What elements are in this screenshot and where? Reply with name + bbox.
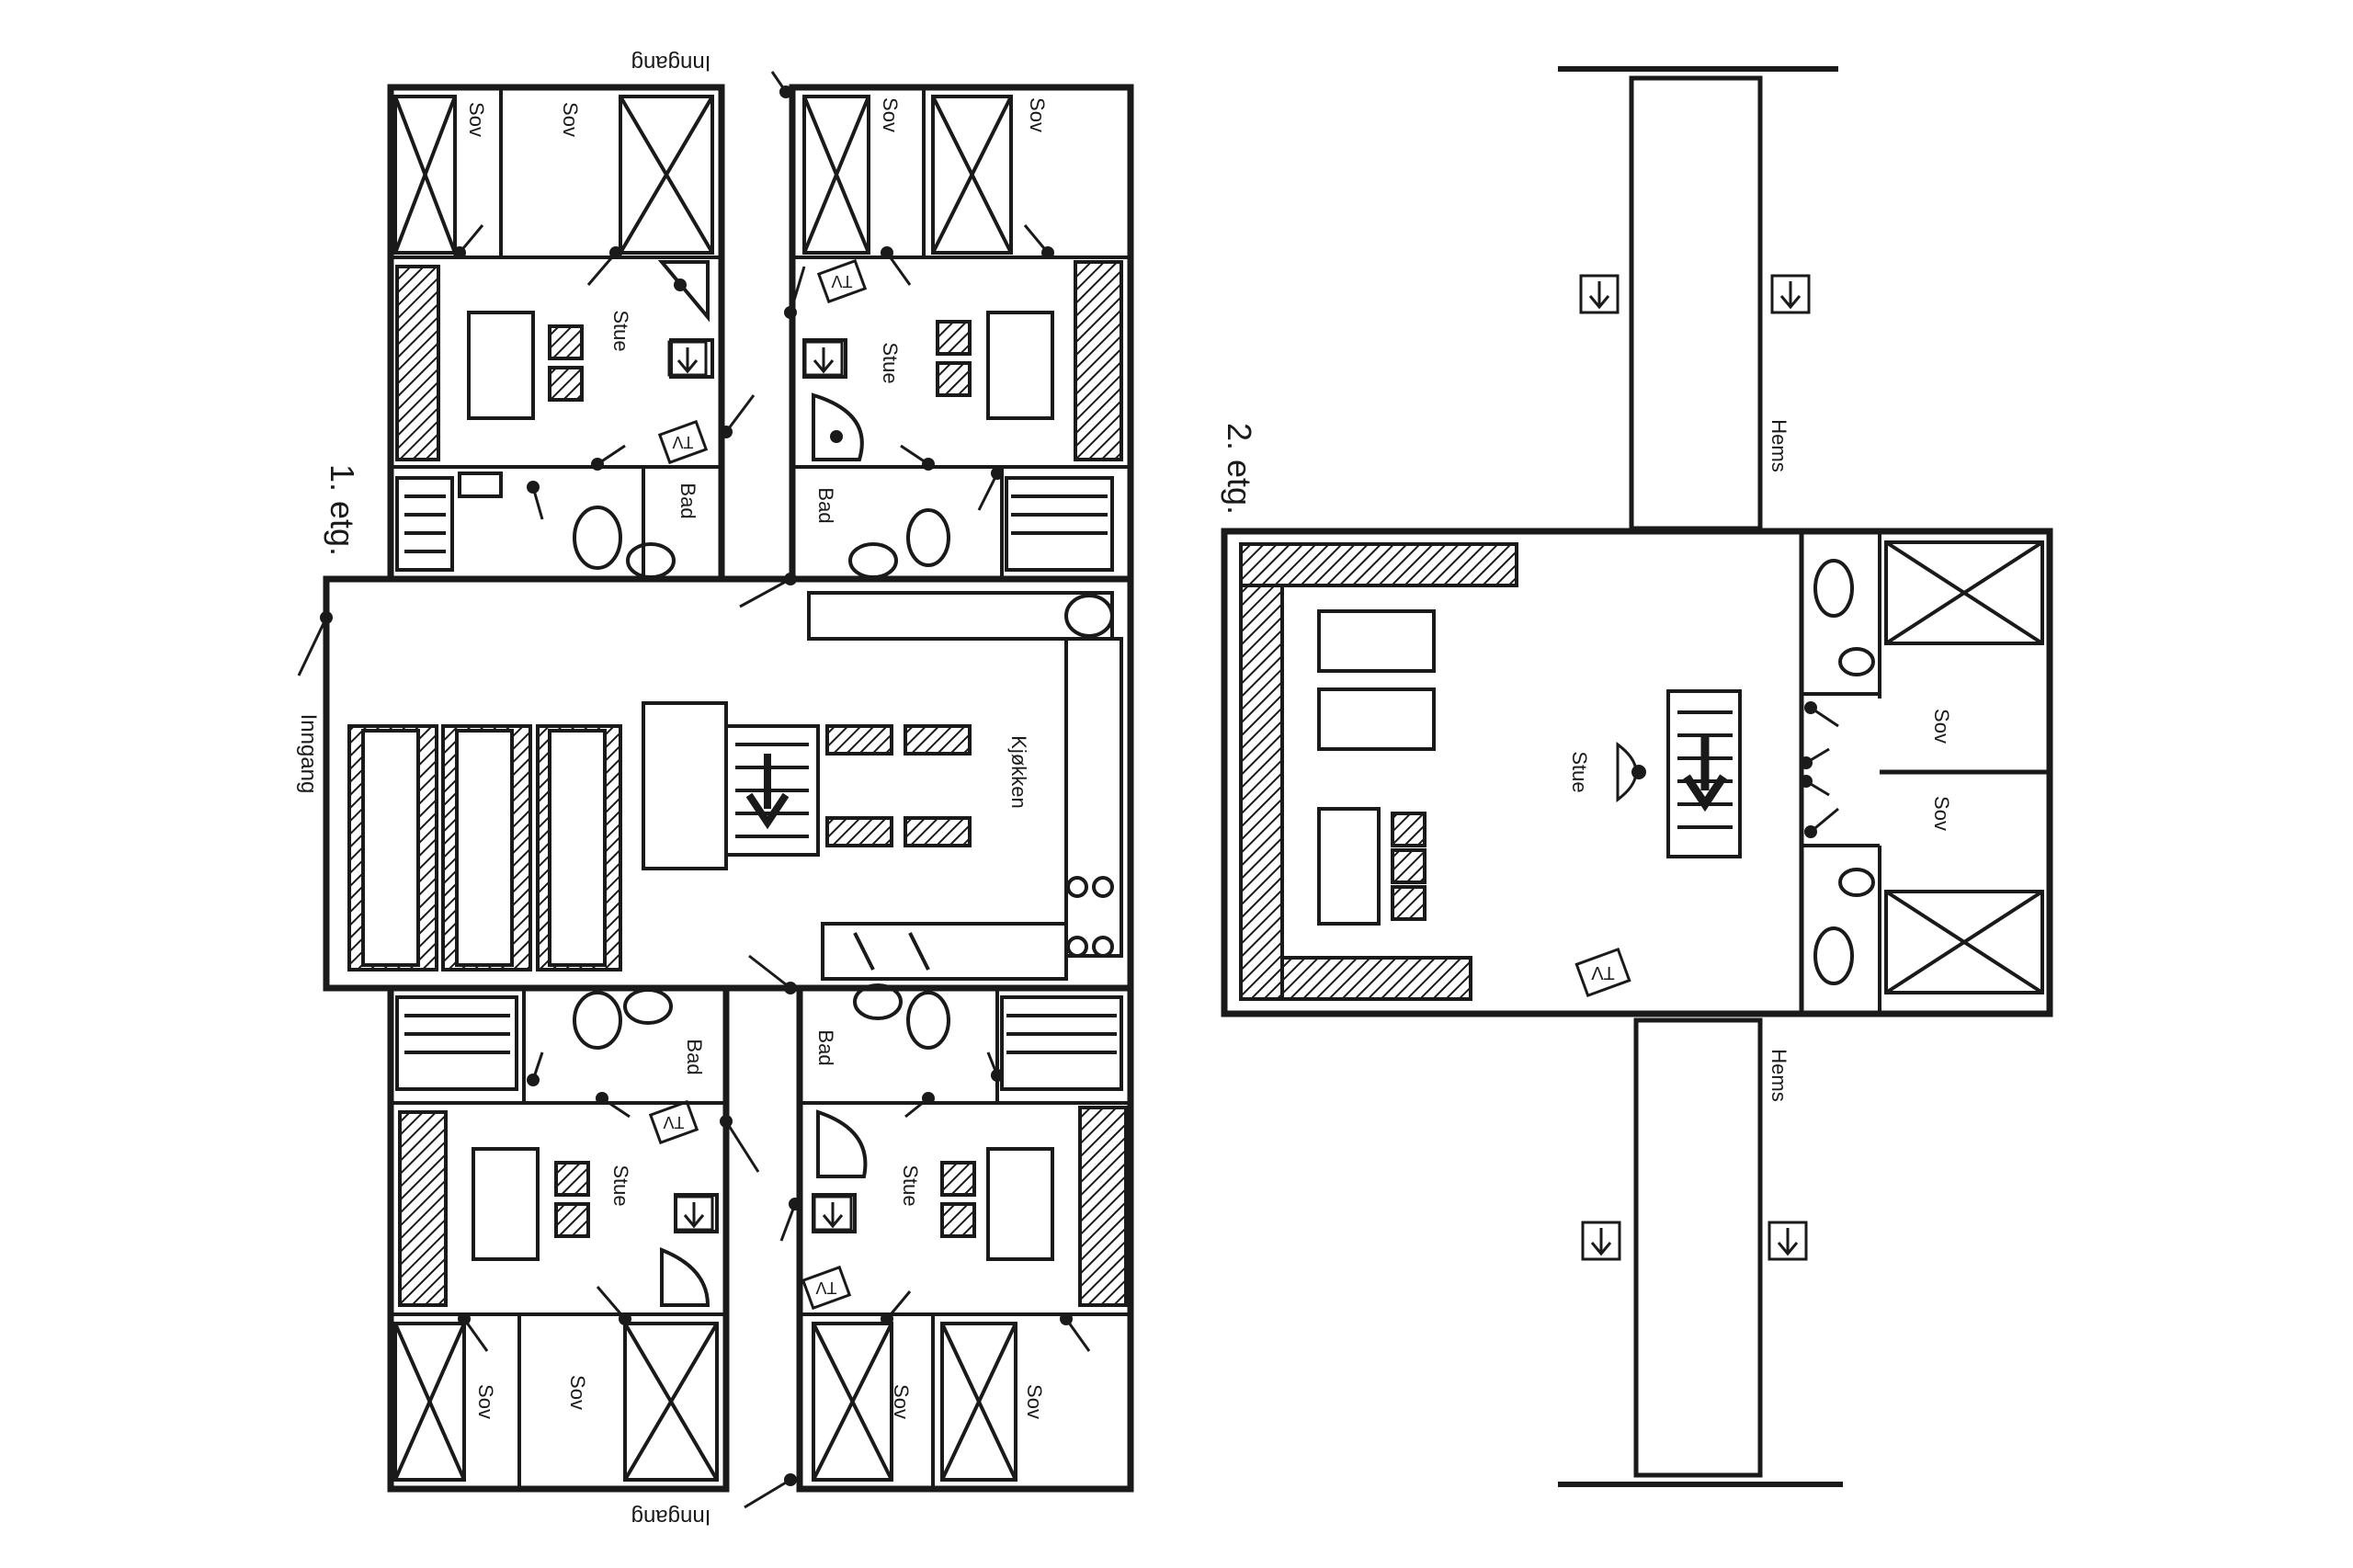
living-label: Stue — [609, 310, 632, 352]
door-pivots — [320, 85, 1073, 1486]
bedroom-label: Sov — [474, 1384, 497, 1419]
bedroom-label: Sov — [1026, 97, 1049, 132]
living-label: Stue — [879, 342, 902, 384]
bath-label: Bad — [676, 483, 699, 519]
ground-floor-plan — [297, 71, 1134, 1509]
tv-label: TV — [663, 1113, 685, 1131]
entrance-label-bottom: Inngang — [631, 1505, 711, 1529]
living-label: Stue — [899, 1165, 922, 1207]
bedroom-label: Sov — [1023, 1384, 1046, 1419]
bath-label: Bad — [814, 1029, 837, 1066]
tv-symbols — [648, 258, 1631, 1311]
bath-label: Bad — [683, 1039, 706, 1075]
loft-label: Hems — [1768, 419, 1790, 472]
bedroom-label: Sov — [559, 102, 582, 137]
entrance-label-left: Inngang — [296, 713, 321, 794]
floor-title-upper: 2. etg. — [1221, 422, 1258, 516]
kitchen-label: Kjøkken — [1007, 735, 1030, 809]
bedroom-label: Sov — [890, 1384, 913, 1419]
bedroom-label: Sov — [465, 102, 488, 137]
floor-title-ground: 1. etg. — [324, 463, 361, 557]
upper-floor-plan — [1221, 66, 2053, 1487]
small-stairs — [667, 340, 853, 1232]
tv-label: TV — [831, 272, 853, 290]
tv-label: TV — [815, 1278, 837, 1297]
loft-label: Hems — [1768, 1049, 1790, 1102]
bedroom-label: Sov — [1930, 709, 1953, 744]
bedroom-label: Sov — [1930, 796, 1953, 831]
living-label: Stue — [1568, 751, 1591, 793]
bath-label: Bad — [814, 487, 837, 524]
tv-label: TV — [672, 433, 694, 451]
entrance-label-top: Inngang — [631, 51, 711, 75]
living-label: Stue — [609, 1165, 632, 1207]
bedroom-label: Sov — [879, 97, 902, 132]
tv-label: TV — [1591, 962, 1615, 983]
bedroom-label: Sov — [566, 1375, 589, 1410]
